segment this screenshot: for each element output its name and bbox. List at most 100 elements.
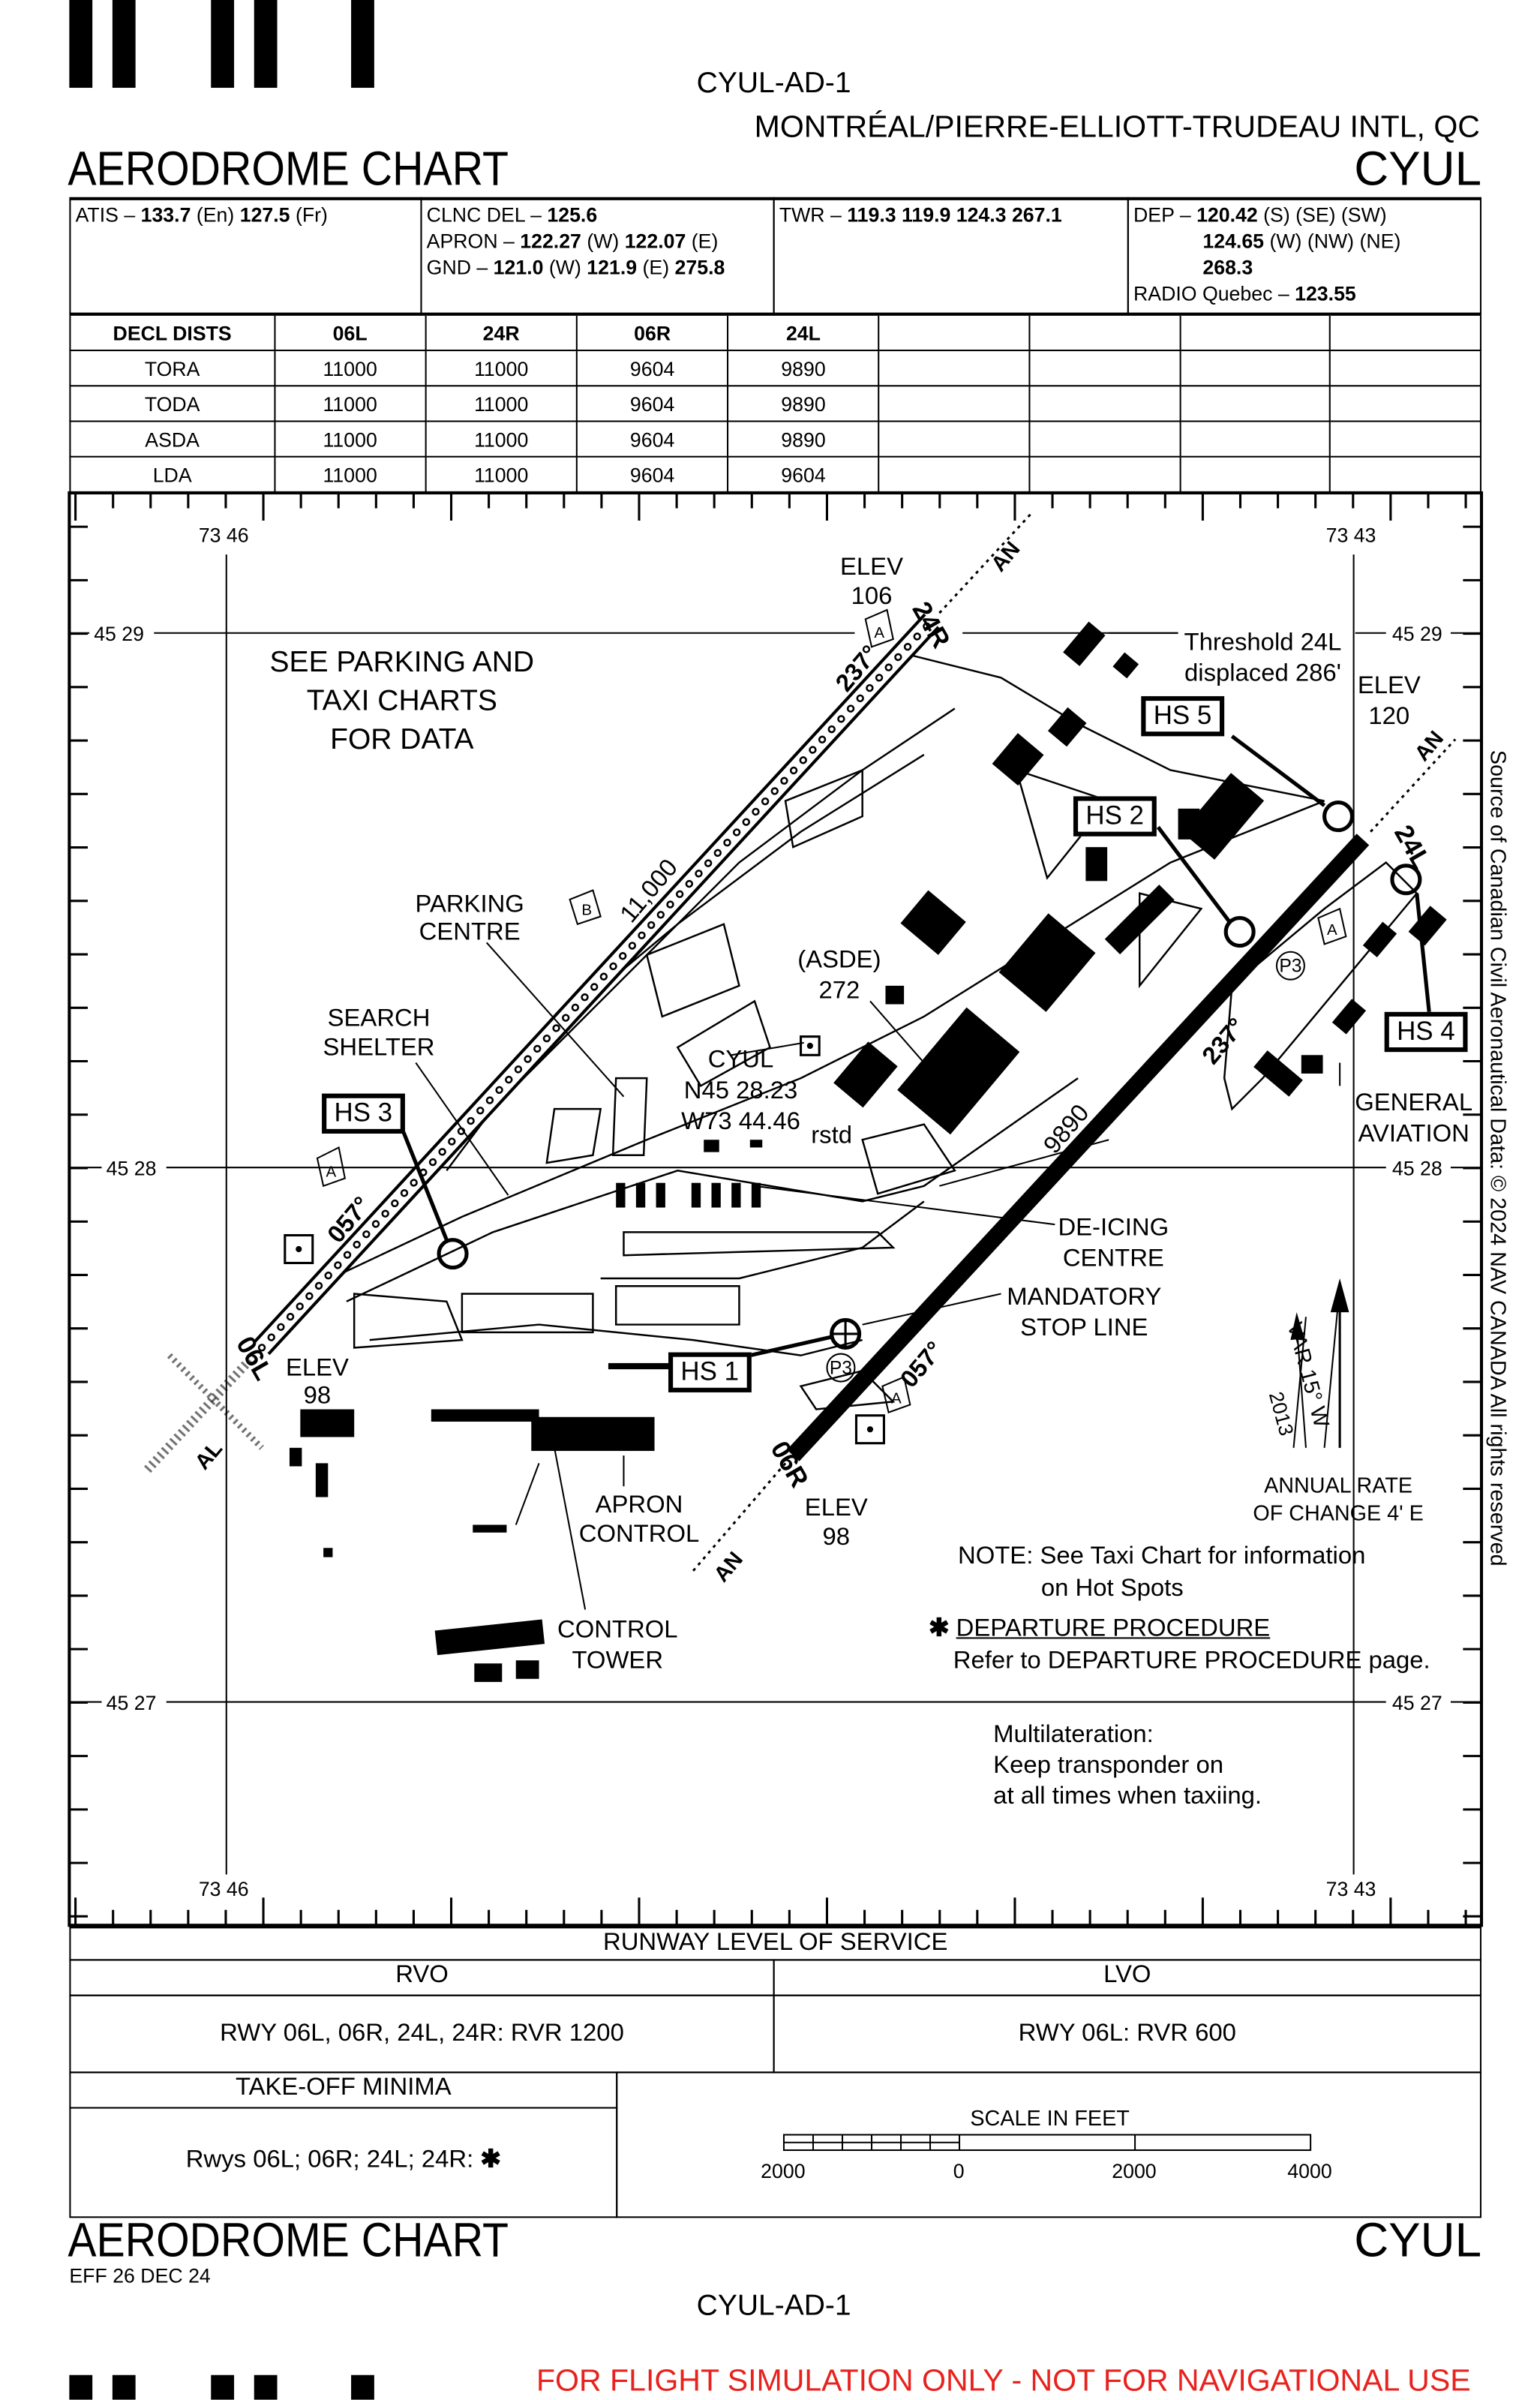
arp-label: N45 28.23 bbox=[684, 1076, 798, 1104]
beacon-label: B bbox=[581, 901, 592, 918]
empty-cell bbox=[1028, 312, 1181, 352]
empty-cell bbox=[878, 312, 1031, 352]
hot-spot-markers bbox=[401, 734, 1431, 1358]
general-aviation-label: GENERAL bbox=[1355, 1088, 1472, 1116]
hot-spot-hs1[interactable]: HS 1 bbox=[668, 1352, 752, 1392]
asde-label: (ASDE) bbox=[797, 945, 881, 972]
restricted-label: rstd bbox=[811, 1120, 852, 1148]
marker-label: A bbox=[874, 624, 884, 641]
footer-doc-id: CYUL-AD-1 bbox=[696, 2290, 851, 2323]
leader-lines bbox=[415, 632, 1341, 1610]
row-label: LDA bbox=[69, 455, 275, 493]
scale-box bbox=[616, 2071, 1481, 2218]
marker-label: A bbox=[326, 1163, 337, 1180]
simulation-disclaimer: FOR FLIGHT SIMULATION ONLY - NOT FOR NAV… bbox=[536, 2364, 1471, 2398]
hot-spot-hs3[interactable]: HS 3 bbox=[322, 1093, 405, 1134]
rvo-value: RWY 06L, 06R, 24L, 24R: RVR 1200 bbox=[69, 1994, 775, 2074]
elevation-label: ELEV bbox=[286, 1353, 349, 1380]
apron-control-label: CONTROL bbox=[579, 1519, 700, 1547]
cell: 9604 bbox=[575, 350, 729, 387]
approach-lights bbox=[143, 512, 1457, 1572]
cell: 9604 bbox=[575, 455, 729, 493]
parking-centre-label: PARKING bbox=[416, 889, 524, 917]
doc-id: CYUL-AD-1 bbox=[696, 68, 851, 101]
note-line: Keep transponder on bbox=[993, 1753, 1224, 1780]
longitude-label: 73 46 bbox=[199, 524, 249, 547]
arp-label: W73 44.46 bbox=[681, 1107, 800, 1134]
cell: 9890 bbox=[727, 385, 880, 422]
scale-tick: 0 bbox=[953, 2159, 965, 2183]
variation-label: 2013 bbox=[1265, 1389, 1298, 1438]
footer-icao: CYUL bbox=[1354, 2213, 1481, 2268]
registration-mark bbox=[211, 0, 235, 89]
registration-mark bbox=[254, 0, 278, 89]
cell: 9604 bbox=[575, 420, 729, 458]
takeoff-minima-value: Rwys 06L; 06R; 24L; 24R: ✱ bbox=[69, 2107, 618, 2218]
takeoff-runways: Rwys 06L; 06R; 24L; 24R: bbox=[185, 2146, 474, 2173]
hot-spot-hs4[interactable]: HS 4 bbox=[1384, 1011, 1468, 1053]
latitude-label: 45 28 bbox=[107, 1157, 157, 1179]
deicing-pad bbox=[616, 1182, 626, 1208]
departure-procedure-link[interactable]: DEPARTURE PROCEDURE bbox=[956, 1615, 1271, 1642]
parking-centre-label: CENTRE bbox=[419, 917, 521, 945]
clearance-apron-ground-frequencies: CLNC DEL – 125.6 APRON – 122.27 (W) 122.… bbox=[420, 197, 775, 314]
elevation-label: ELEV bbox=[840, 552, 903, 580]
asterisk-icon: ✱ bbox=[928, 1615, 950, 1642]
column-header: 06R bbox=[575, 312, 729, 352]
cell: 11000 bbox=[425, 385, 578, 422]
latitude-label: 45 27 bbox=[1392, 1692, 1442, 1714]
search-shelter-label: SEARCH bbox=[328, 1003, 431, 1031]
cell: 11000 bbox=[425, 350, 578, 387]
registration-mark bbox=[112, 0, 136, 89]
registration-mark bbox=[211, 2374, 235, 2400]
departure-procedure-ref: Refer to DEPARTURE PROCEDURE page. bbox=[953, 1648, 1430, 1675]
stop-line-label: MANDATORY bbox=[1007, 1282, 1161, 1310]
registration-mark bbox=[351, 0, 374, 89]
registration-mark bbox=[112, 2374, 136, 2400]
graticule bbox=[69, 554, 1481, 1879]
cell: 11000 bbox=[273, 420, 427, 458]
arp-label: CYUL bbox=[708, 1045, 774, 1073]
cell: 9890 bbox=[727, 350, 880, 387]
row-label: ASDA bbox=[69, 420, 275, 458]
hot-spot-hs2[interactable]: HS 2 bbox=[1073, 796, 1157, 837]
marker-label: A bbox=[1327, 921, 1337, 939]
note-line: on Hot Spots bbox=[1040, 1575, 1184, 1603]
column-header: DECL DISTS bbox=[69, 312, 275, 352]
takeoff-minima-title: TAKE-OFF MINIMA bbox=[69, 2071, 618, 2109]
taxiways bbox=[330, 653, 1418, 1410]
registration-mark bbox=[69, 2374, 93, 2400]
cell: 11000 bbox=[273, 350, 427, 387]
runway-designator: 24L bbox=[1388, 820, 1436, 874]
see-parking-note: TAXI CHARTS bbox=[307, 684, 497, 716]
deicing-pad bbox=[731, 1182, 741, 1208]
threshold-note: displaced 286' bbox=[1184, 658, 1341, 686]
icao-code: CYUL bbox=[1354, 141, 1481, 196]
cell: 11000 bbox=[273, 455, 427, 493]
elevation-label: ELEV bbox=[805, 1493, 868, 1521]
row-label: TORA bbox=[69, 350, 275, 387]
elevation-label: ELEV bbox=[1358, 671, 1421, 698]
elevation-label: 98 bbox=[304, 1380, 332, 1408]
deicing-pad bbox=[751, 1182, 761, 1208]
rvo-header: RVO bbox=[69, 1959, 775, 1996]
cell: 11000 bbox=[425, 455, 578, 493]
empty-cell bbox=[1329, 312, 1481, 352]
copyright-notice: Source of Canadian Civil Aeronautical Da… bbox=[1486, 749, 1511, 1566]
approach-lighting-label: AL bbox=[191, 1437, 227, 1474]
note-line: at all times when taxiing. bbox=[993, 1783, 1262, 1810]
cell: 9604 bbox=[575, 385, 729, 422]
approach-lighting-label: AN bbox=[1410, 726, 1448, 765]
empty-cell bbox=[1178, 312, 1331, 352]
departure-frequency: DEP – 120.42 (S) (SE) (SW) 124.65 (W) (N… bbox=[1127, 197, 1481, 314]
level-of-service-title: RUNWAY LEVEL OF SERVICE bbox=[69, 1925, 1481, 1961]
longitude-label: 73 43 bbox=[1326, 1878, 1376, 1900]
row-label: TODA bbox=[69, 385, 275, 422]
hot-spot-hs5[interactable]: HS 5 bbox=[1141, 695, 1224, 737]
registration-mark bbox=[69, 0, 93, 89]
asde-label: 272 bbox=[818, 975, 860, 1003]
